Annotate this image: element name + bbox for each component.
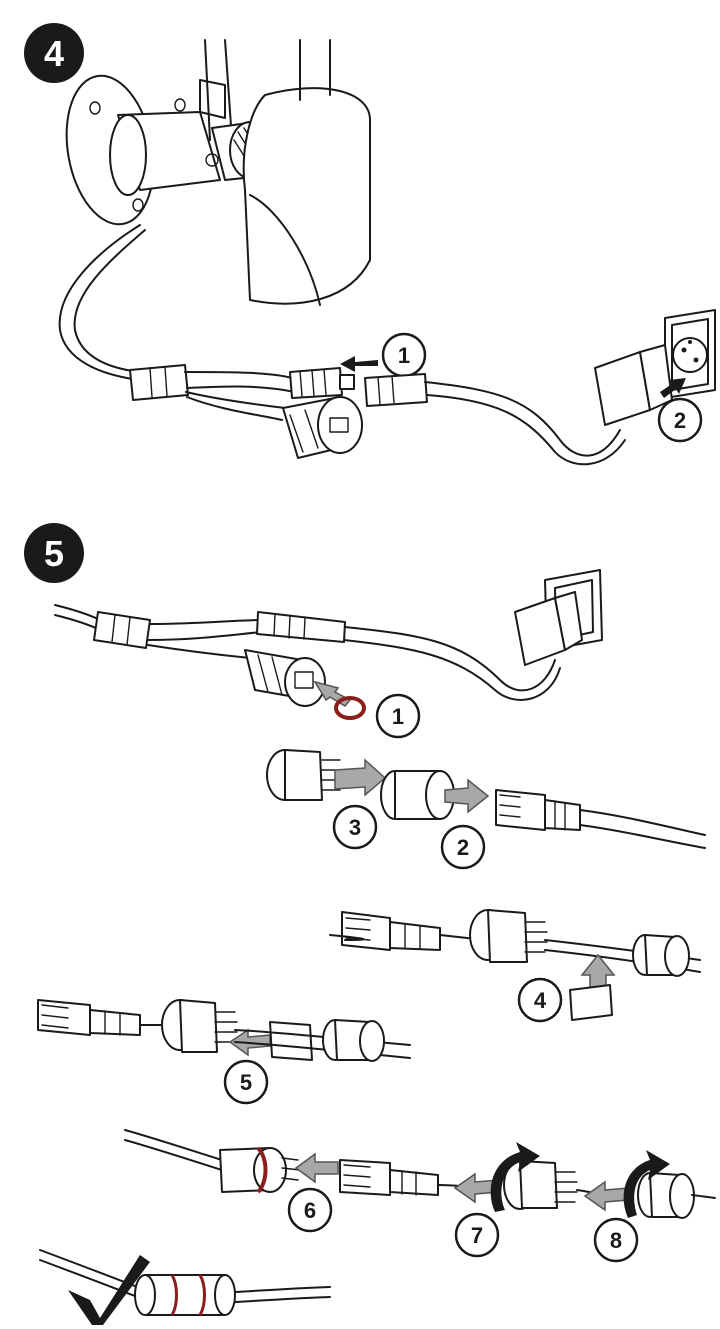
split-seal-step5 (269, 1021, 313, 1061)
push-in-arrow-6-icon (294, 1152, 339, 1184)
rubber-seal-installed (256, 1146, 268, 1194)
end-cap-step5 (322, 1019, 385, 1062)
step-4-callout-2 (657, 397, 703, 443)
dc-plug (364, 373, 428, 407)
rubber-seal-ring (334, 696, 366, 720)
slide-arrow-2-icon (444, 778, 490, 814)
gland-body (380, 770, 455, 820)
svg-text:7: 7 (471, 1223, 483, 1248)
rotate-arrow-7-icon (490, 1142, 540, 1212)
gland-step7 (490, 1142, 578, 1212)
rj45-plug-step6 (339, 1159, 439, 1196)
rotate-arrow-8-icon (623, 1150, 670, 1218)
camera-mount (65, 39, 371, 306)
push-cap-arrow-8-icon (583, 1180, 629, 1212)
gland-body-step4 (469, 909, 548, 963)
svg-text:2: 2 (457, 835, 469, 860)
plug-in-arrow-icon (660, 378, 686, 398)
camera-cable (58, 224, 141, 381)
svg-text:3: 3 (349, 815, 361, 840)
splitter-boot (129, 364, 189, 401)
step-5-callout-4 (517, 977, 563, 1023)
step-5-callout-3 (332, 804, 378, 850)
svg-text:5: 5 (240, 1070, 252, 1095)
end-cap-step8 (623, 1150, 695, 1219)
step-5-callout-2 (440, 824, 486, 870)
step-5-callout-5 (223, 1059, 269, 1105)
rj45-socket-top (244, 649, 326, 707)
gland-body-step5 (161, 999, 238, 1053)
step-5-badge (24, 523, 84, 583)
step-5-badge-label: 5 (44, 533, 64, 574)
svg-text:8: 8 (610, 1228, 622, 1253)
step-5-callout-7 (454, 1212, 500, 1258)
step-4-badge (24, 23, 84, 83)
split-seal (569, 984, 613, 1021)
push-arrow-icon (340, 356, 378, 372)
step-4-badge-label: 4 (44, 33, 64, 74)
rj45-plug-step5 (37, 999, 141, 1036)
checkmark-icon (68, 1255, 150, 1325)
end-cap-step4 (632, 934, 690, 977)
step-5-callout-6 (287, 1187, 333, 1233)
dc-jack (289, 367, 355, 399)
svg-text:2: 2 (674, 408, 686, 433)
svg-text:4: 4 (534, 988, 547, 1013)
step-4-panel: 4 (24, 23, 716, 466)
slide-arrow-3-icon (334, 758, 387, 797)
svg-text:1: 1 (398, 343, 410, 368)
gland-nut-assembly (266, 749, 343, 801)
finished-connector (134, 1274, 236, 1316)
rj45-socket (282, 396, 363, 459)
svg-text:1: 1 (392, 704, 404, 729)
rj45-plug-step4 (341, 911, 441, 951)
step-5-callout-1 (375, 693, 421, 739)
step-5-callout-8 (593, 1217, 639, 1263)
dc-connector-top (256, 611, 346, 643)
adapter-cable (424, 381, 621, 457)
wall-socket (664, 309, 716, 399)
splitter-boot-top (93, 611, 151, 649)
rj45-plug-mid (495, 789, 581, 831)
svg-text:6: 6 (304, 1198, 316, 1223)
rj45-socket-step6 (219, 1146, 301, 1194)
step-5-panel: 5 1 (24, 523, 716, 1325)
